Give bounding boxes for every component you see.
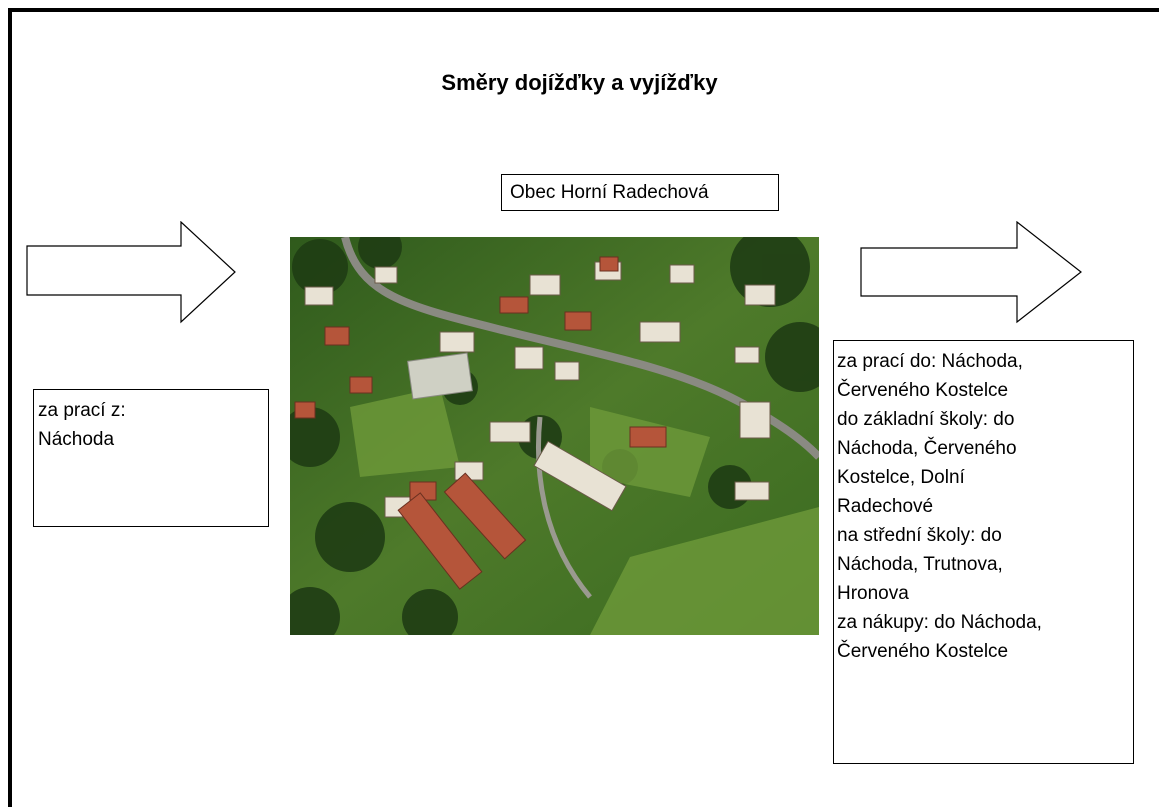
aerial-photo-village — [290, 237, 819, 635]
outbound-arrow-icon — [860, 221, 1082, 324]
diagram-frame — [8, 8, 1159, 807]
inbound-commute-box: za prací z: Náchoda — [33, 389, 269, 527]
outbound-commute-box: za prací do: Náchoda, Červeného Kostelce… — [833, 340, 1134, 764]
inbound-arrow-icon — [26, 221, 236, 324]
village-label: Obec Horní Radechová — [501, 174, 779, 211]
page-title: Směry dojížďky a vyjížďky — [441, 70, 718, 95]
